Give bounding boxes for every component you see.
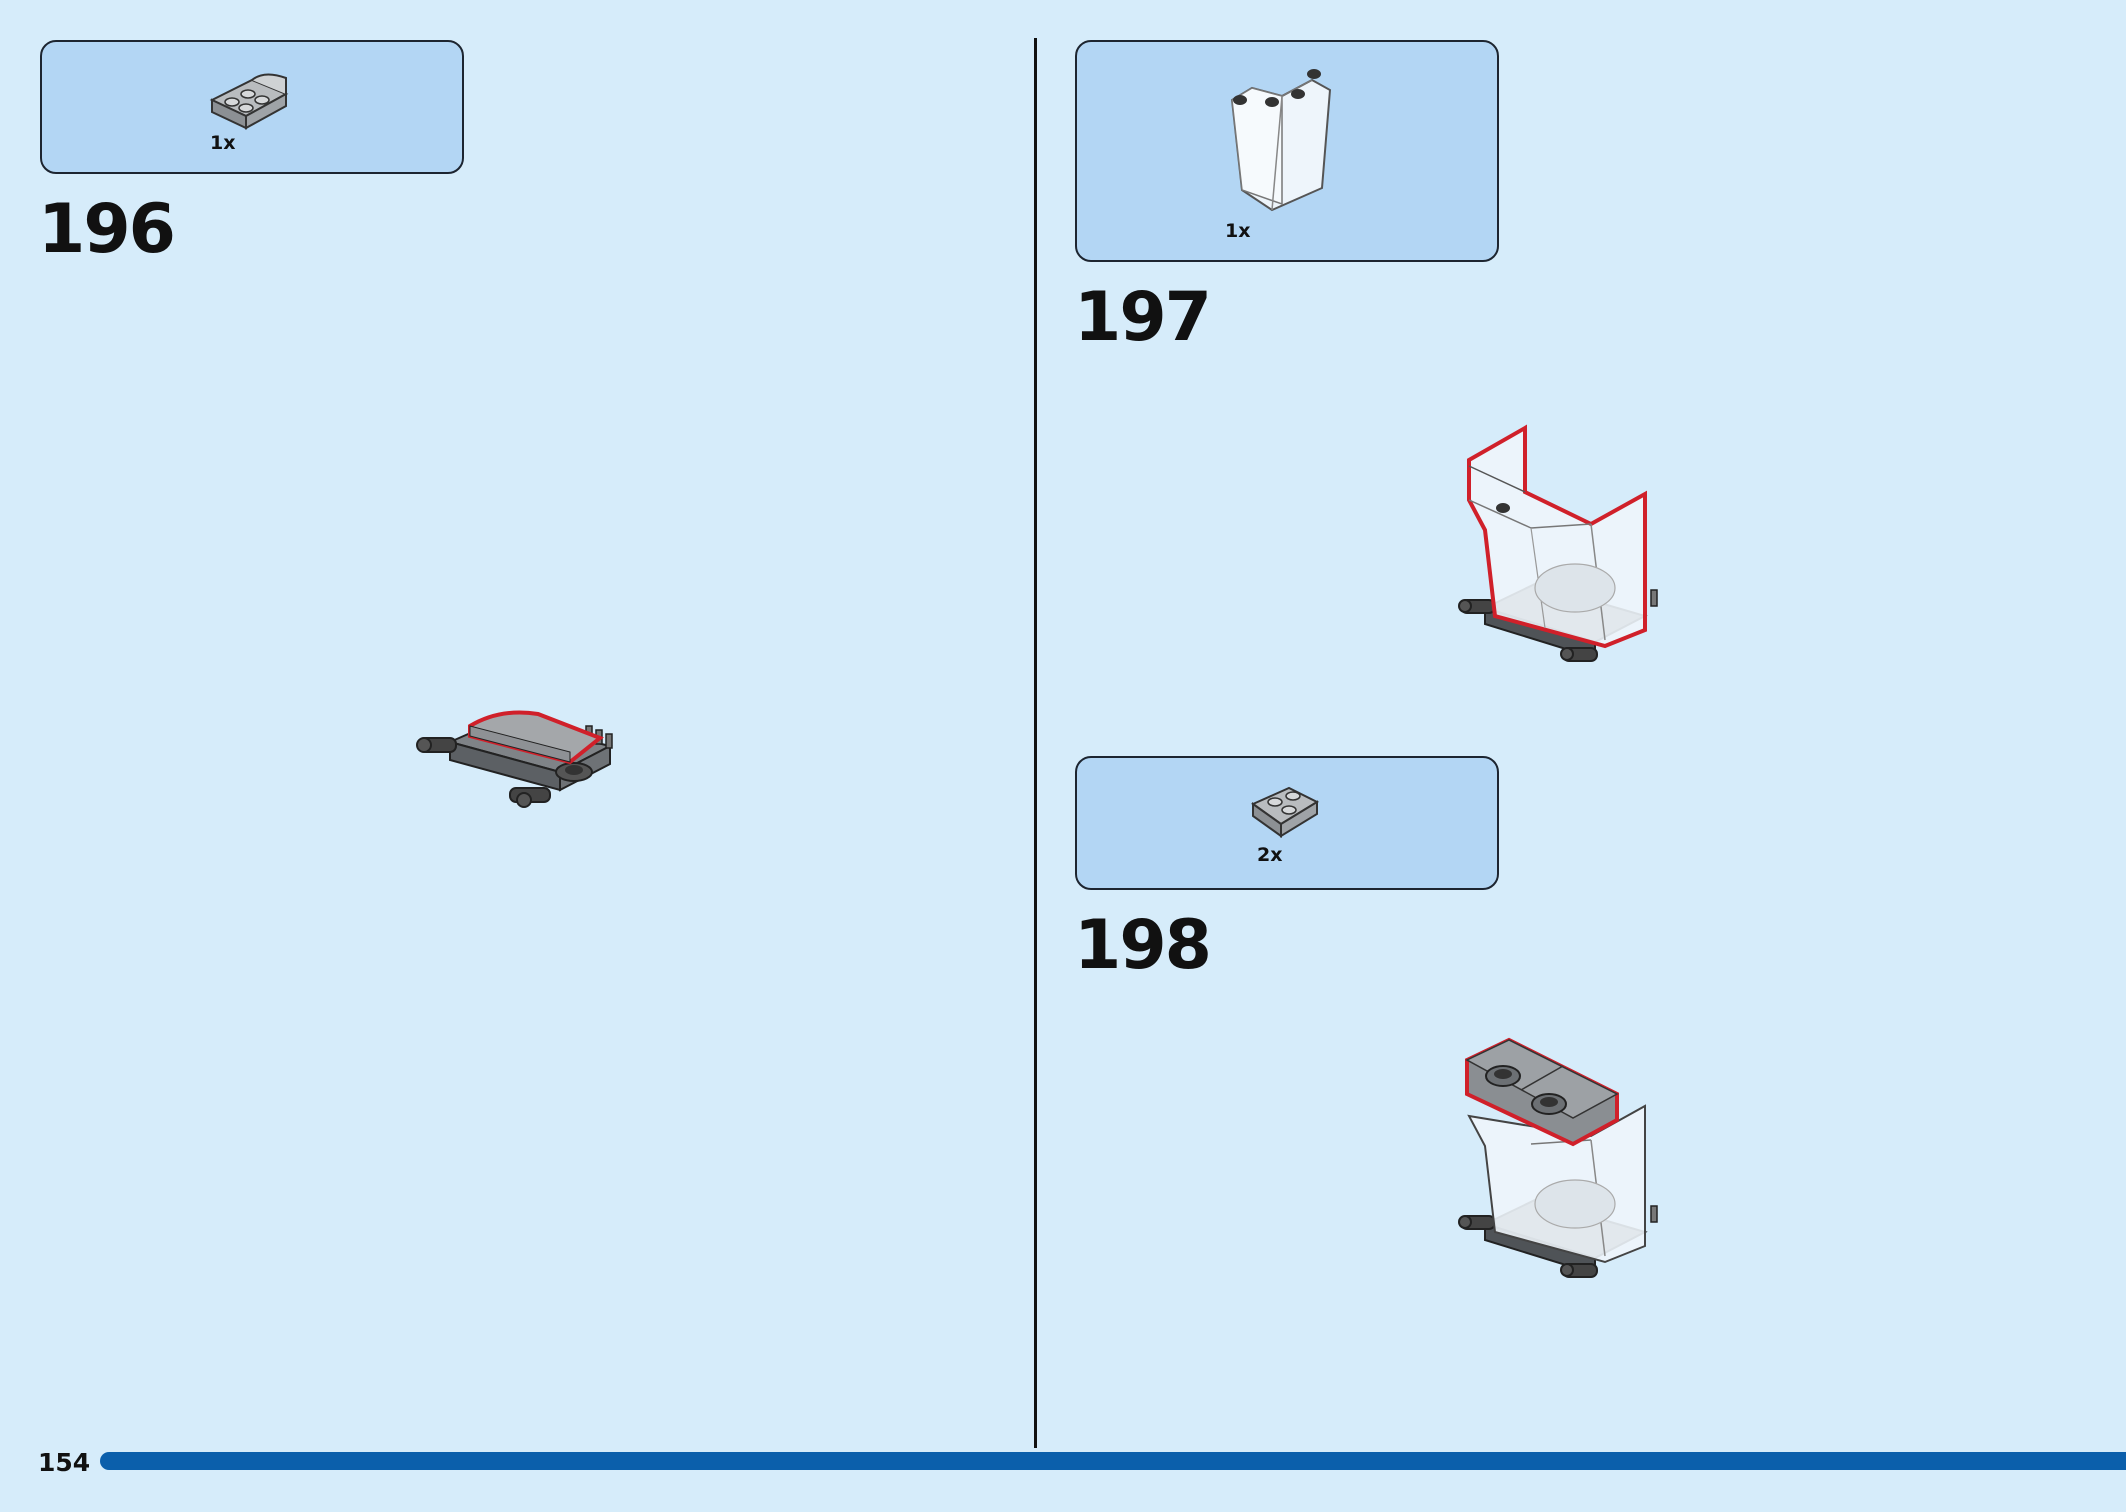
- page-progress-bar: [100, 1452, 2126, 1470]
- part-quantity: 2x: [1257, 844, 1283, 866]
- parts-box-step-196: 1x: [40, 40, 464, 174]
- step-number-196: 196: [38, 190, 176, 269]
- step-number-198: 198: [1074, 906, 1212, 985]
- part-quantity: 1x: [1225, 220, 1251, 242]
- page-divider: [1034, 38, 1037, 1448]
- model-assembly-step-198: [1458, 1037, 1658, 1278]
- step-number-197: 197: [1074, 278, 1212, 357]
- page-number: 154: [38, 1448, 91, 1477]
- parts-box-step-197: 1x: [1075, 40, 1499, 262]
- model-assembly-step-197: [1458, 424, 1658, 662]
- wedge-plate-gray-icon: [1250, 786, 1320, 838]
- part-quantity: 1x: [210, 132, 236, 154]
- transparent-windscreen-icon: [1230, 69, 1332, 212]
- curved-slope-plate-gray-icon: [209, 73, 289, 130]
- parts-box-step-198: 2x: [1075, 756, 1499, 890]
- model-assembly-step-196: [416, 710, 613, 808]
